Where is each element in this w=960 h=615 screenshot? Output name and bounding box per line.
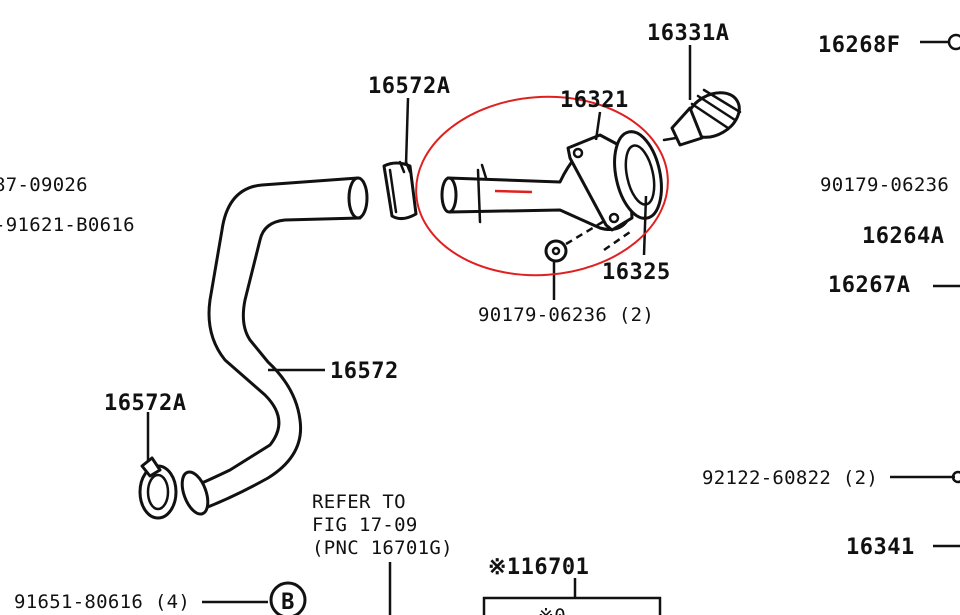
part-label-16572: 16572 [330,359,399,384]
refer-note-line-1: REFER TO [312,491,406,513]
part-label-87-09026: 87-09026 [0,174,88,196]
red-highlight [415,95,669,277]
part-label-16321: 16321 [560,88,629,113]
leader-lines [146,33,960,615]
part-label-16325: 16325 [602,260,671,285]
part-label-16331a: 16331A [647,21,729,46]
part-label-16267a: 16267A [828,273,910,298]
part-label-91651-80616: 91651-80616 (4) [14,591,190,613]
refer-note-line-2: FIG 17-09 [312,514,418,536]
refer-note-line-3: (PNC 16701G) [312,537,453,559]
hose-clamp-bottom[interactable] [138,456,178,520]
part-label-16264a: 16264A [862,224,944,249]
part-label-91621-b0616: -91621-B0616 [0,214,135,236]
part-label-90179-06236-bottom: 90179-06236 (2) [478,304,654,326]
thermostat-16331a[interactable] [662,84,747,147]
circle-b-label: B [281,590,295,615]
water-hose-16572[interactable] [177,176,369,517]
water-inlet-16321[interactable] [440,133,634,232]
part-label-16341: 16341 [846,535,915,560]
part-label-16268f: 16268F [818,33,900,58]
bolt-90179-06236[interactable] [544,218,631,263]
part-label-92122-60822: 92122-60822 (2) [702,467,878,489]
part-label-cut-bottom: ※0 [538,605,566,615]
part-label-16572a-bottom: 16572A [104,391,186,416]
hose-clamp-top[interactable] [382,160,418,221]
part-label-16572a-top: 16572A [368,74,450,99]
part-label-90179-06236-right: 90179-06236 [820,174,949,196]
reference-circle-b[interactable]: B [269,581,307,615]
part-label-116701: ※116701 [488,555,589,580]
